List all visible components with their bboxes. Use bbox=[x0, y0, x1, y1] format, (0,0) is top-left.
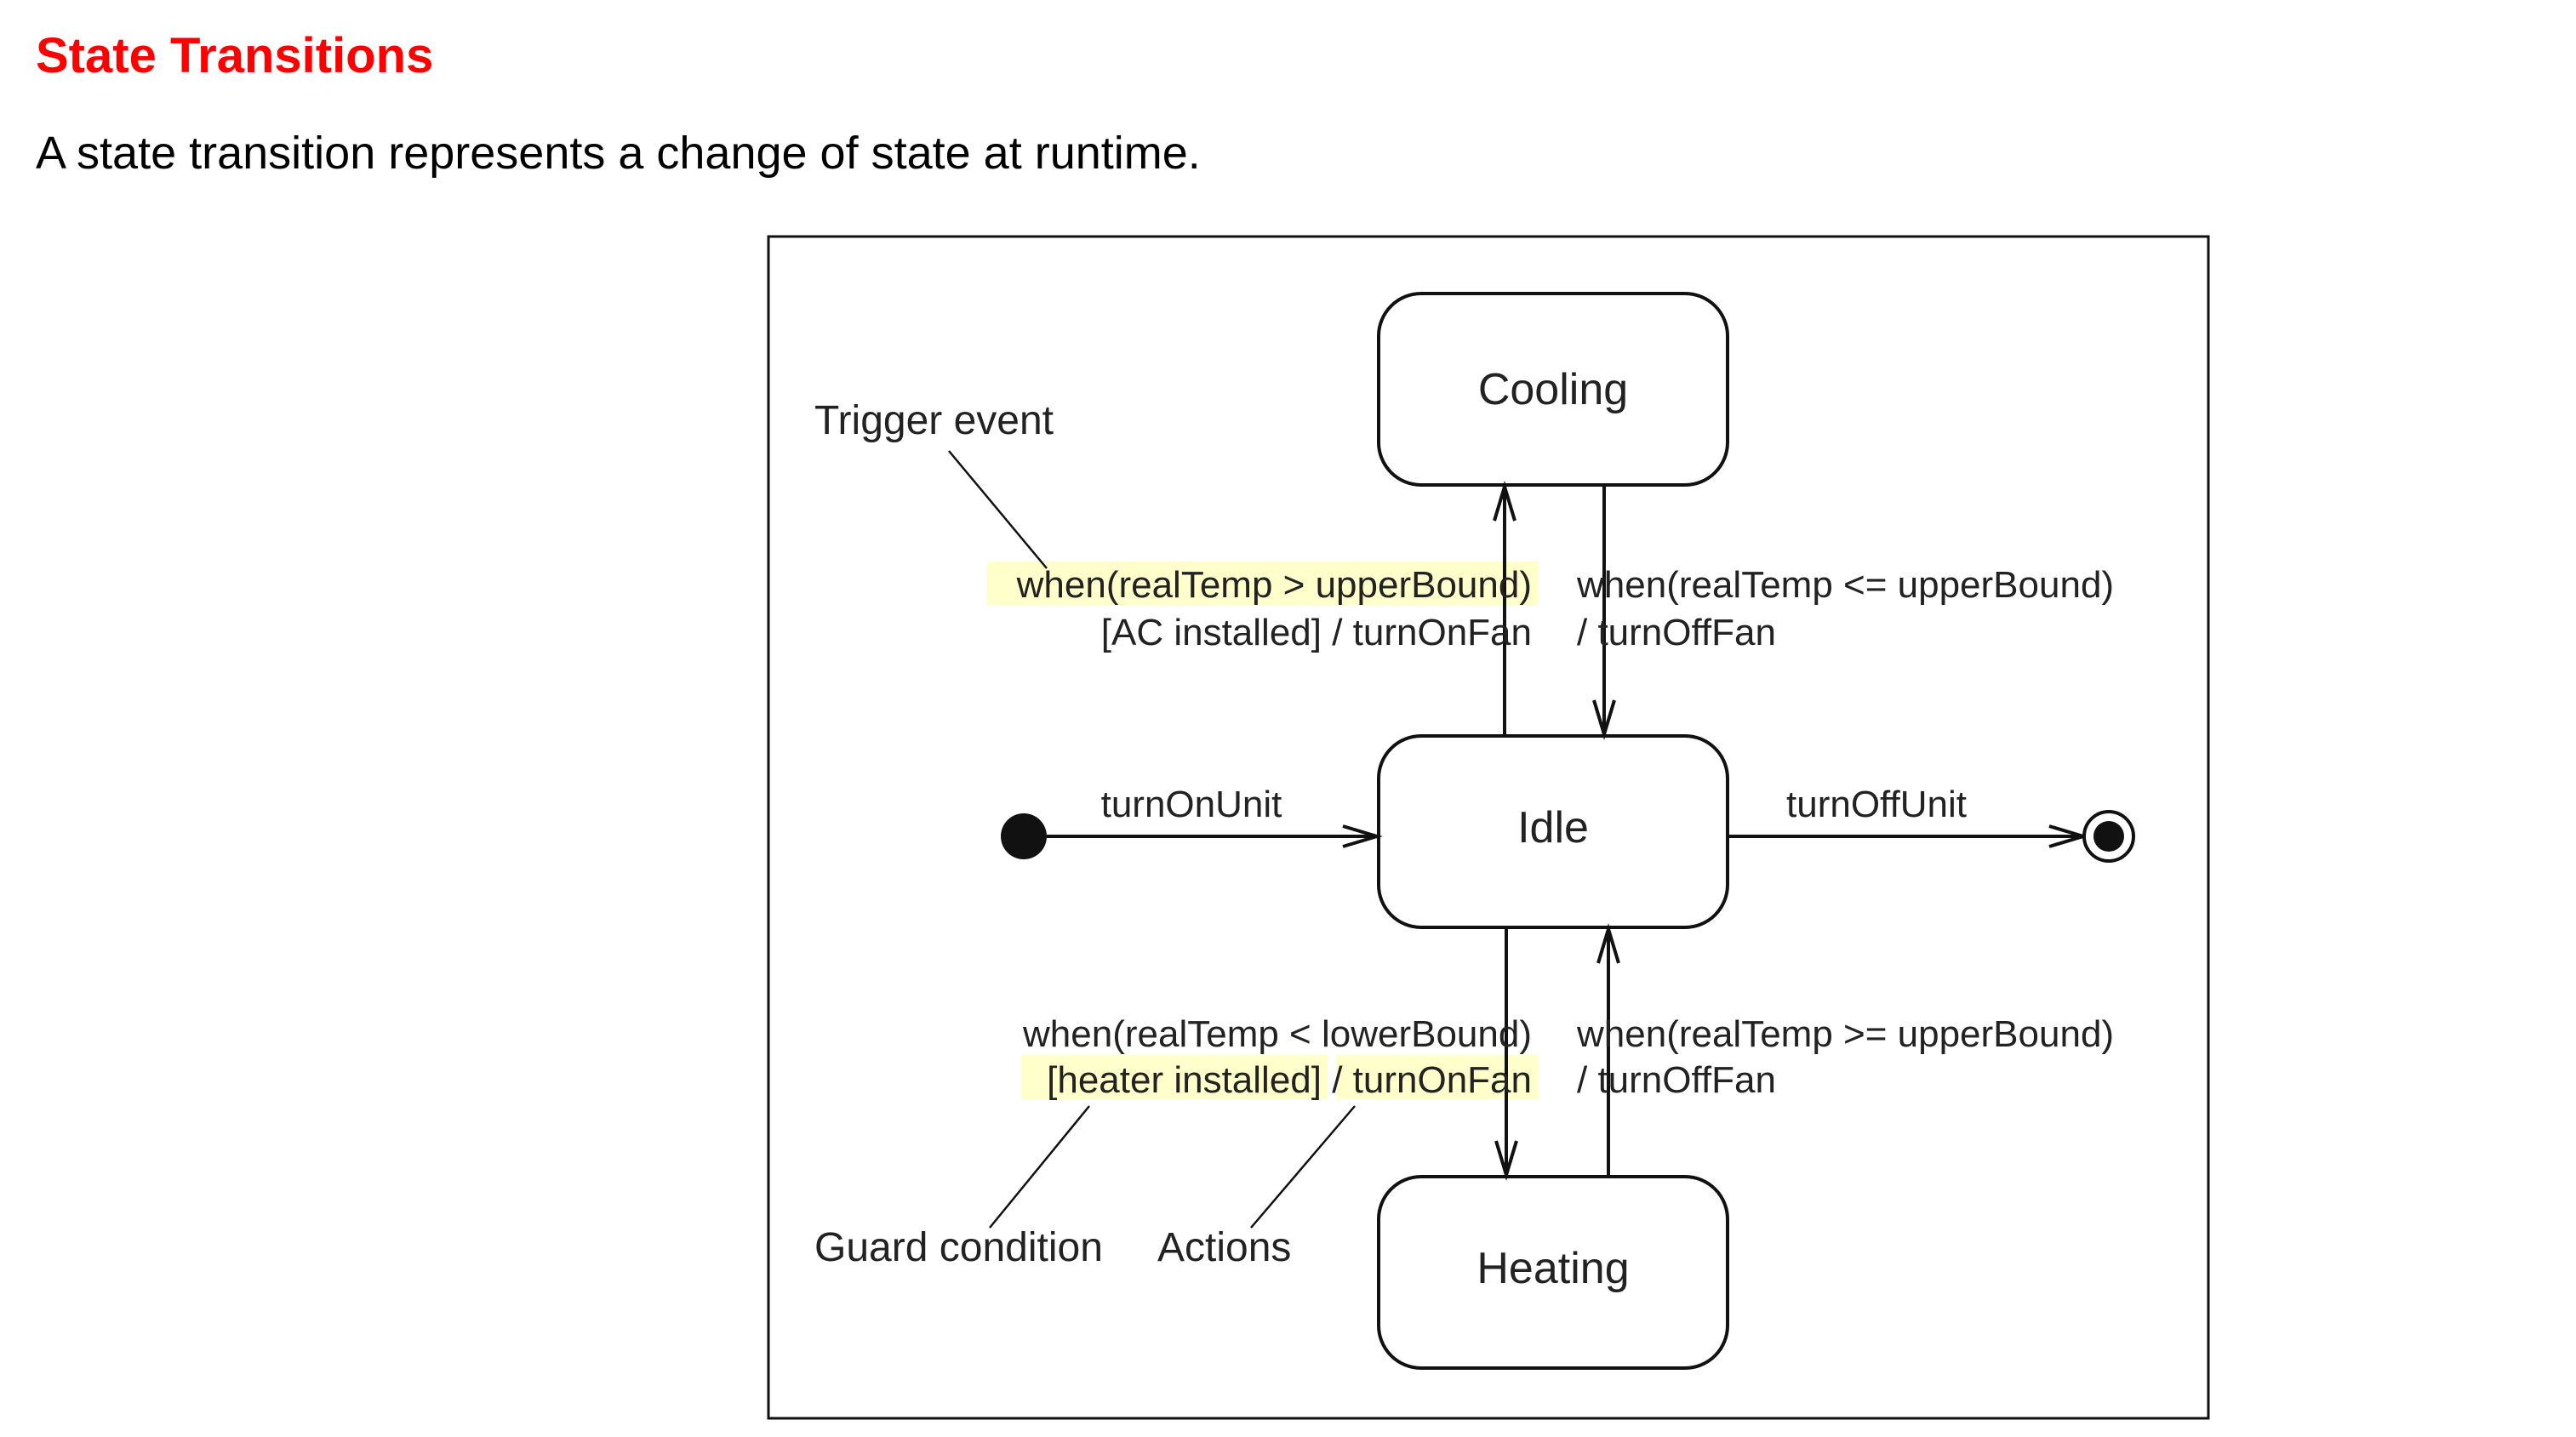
idle-to-heating-trigger: when(realTemp < lowerBound) bbox=[1022, 1013, 1532, 1055]
idle-to-heating-guard-action: [heater installed] / turnOnFan bbox=[1047, 1059, 1532, 1101]
state-cooling bbox=[1377, 292, 1729, 487]
state-idle bbox=[1377, 734, 1729, 929]
idle-to-cooling-trigger: when(realTemp > upperBound) bbox=[1016, 564, 1532, 606]
heating-to-idle-action: / turnOffFan bbox=[1577, 1059, 1776, 1101]
idle-to-cooling-guard-action: [AC installed] / turnOnFan bbox=[1101, 612, 1532, 653]
state-idle-label: Idle bbox=[1517, 803, 1589, 853]
state-cooling-label: Cooling bbox=[1478, 365, 1628, 414]
trigger-event-highlight bbox=[987, 562, 1539, 606]
final-state-dot bbox=[2093, 821, 2124, 852]
arrowhead-right-idle bbox=[1342, 824, 1383, 848]
guard-condition-callout: Guard condition bbox=[814, 1225, 1103, 1270]
actions-callout: Actions bbox=[1157, 1225, 1291, 1270]
cooling-to-idle-action: / turnOffFan bbox=[1577, 612, 1776, 653]
arrowhead-down-heating bbox=[1494, 1140, 1518, 1181]
initial-state bbox=[1001, 813, 1047, 859]
state-heating bbox=[1377, 1175, 1729, 1370]
page-title: State Transitions bbox=[36, 28, 434, 83]
state-heating-label: Heating bbox=[1476, 1244, 1629, 1293]
trigger-event-callout: Trigger event bbox=[814, 398, 1054, 443]
guard-condition-highlight bbox=[1021, 1055, 1328, 1099]
initial-to-idle-label: turnOnUnit bbox=[1101, 784, 1282, 825]
page-subtitle: A state transition represents a change o… bbox=[36, 128, 1201, 179]
arrowhead-up-cooling bbox=[1493, 481, 1516, 522]
arrowhead-down-idle bbox=[1592, 699, 1616, 740]
actions-pointer bbox=[1250, 1105, 1356, 1229]
guard-condition-pointer bbox=[989, 1105, 1090, 1229]
heating-to-idle-trigger: when(realTemp >= upperBound) bbox=[1576, 1013, 2114, 1055]
arrowhead-up-idle bbox=[1596, 923, 1620, 964]
idle-to-final-label: turnOffUnit bbox=[1786, 784, 1967, 825]
cooling-to-idle-trigger: when(realTemp <= upperBound) bbox=[1576, 564, 2114, 606]
trigger-event-pointer bbox=[948, 450, 1048, 569]
